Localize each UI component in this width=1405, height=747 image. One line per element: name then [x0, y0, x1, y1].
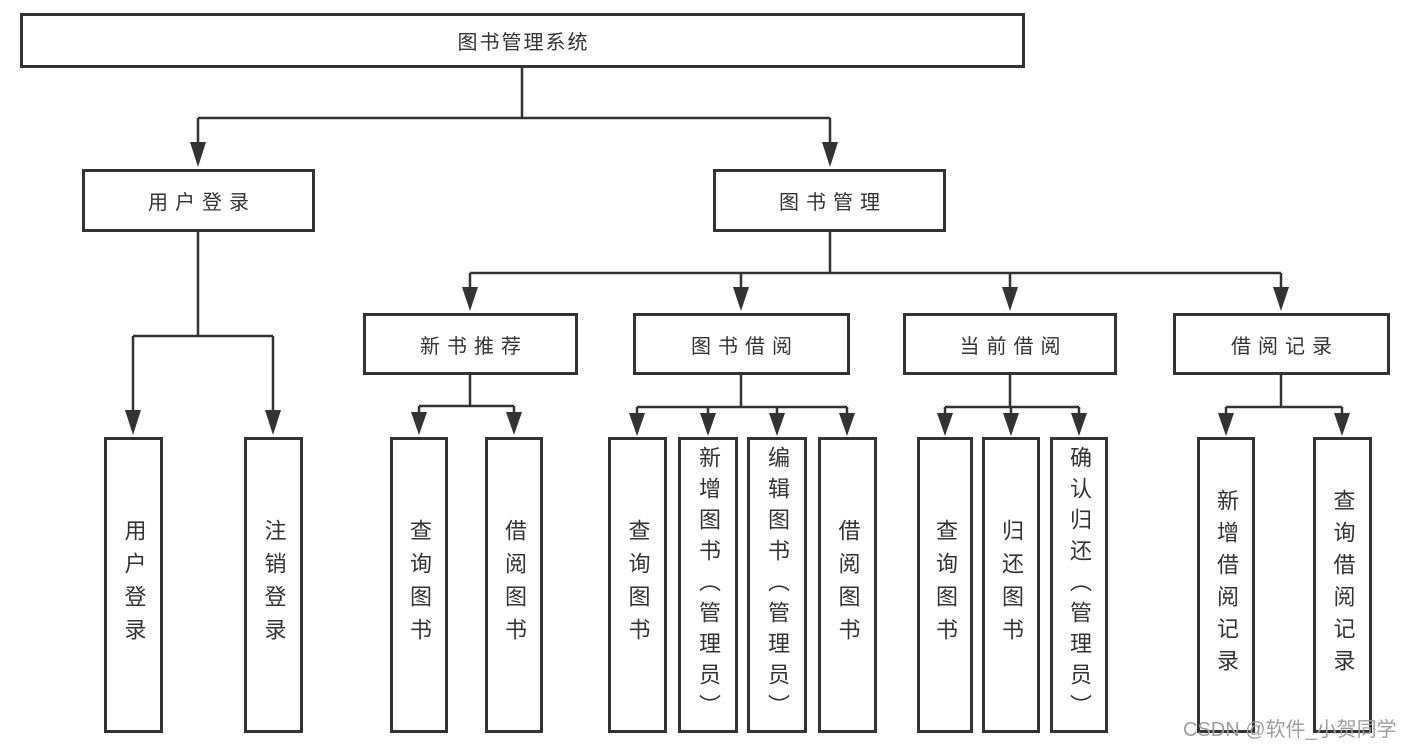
node-new-book-recommend: 新书推荐 [363, 313, 578, 375]
node-label: 查询图书 [407, 519, 432, 651]
leaf-borrow-books-recommend: 借阅图书 [485, 437, 543, 733]
connector-user-login [125, 232, 281, 435]
leaf-user-login: 用户登录 [104, 437, 163, 733]
node-book-borrowing: 图书借阅 [633, 313, 850, 375]
connector-book-management [462, 232, 1289, 311]
leaf-edit-books-admin: 编辑图书（管理员） [747, 437, 807, 733]
node-label: 借阅图书 [835, 519, 861, 651]
node-label: 图书借阅 [691, 335, 799, 358]
connector-new-book-recommend [411, 375, 522, 435]
node-borrowing-records: 借阅记录 [1173, 313, 1390, 375]
csdn-watermark: CSDN @软件_小贺同学 [1183, 719, 1397, 741]
node-label: 确认归还（管理员） [1067, 445, 1092, 725]
node-label: 用户登录 [121, 519, 147, 651]
node-label: 查询借阅记录 [1330, 489, 1356, 681]
node-label: 新增借阅记录 [1214, 489, 1239, 681]
leaf-query-books-current: 查询图书 [917, 437, 973, 733]
connector-current-borrowing [937, 375, 1087, 436]
node-current-borrowing: 当前借阅 [903, 313, 1117, 375]
leaf-return-books: 归还图书 [982, 437, 1040, 733]
node-book-management: 图书管理 [713, 169, 946, 232]
node-label: 查询图书 [625, 519, 651, 651]
node-label: 新增图书（管理员） [696, 445, 721, 725]
leaf-confirm-return-admin: 确认归还（管理员） [1050, 437, 1108, 733]
leaf-query-books-borrowing: 查询图书 [608, 437, 667, 733]
leaf-query-books-recommend: 查询图书 [390, 437, 448, 733]
node-label: 当前借阅 [959, 335, 1068, 358]
leaf-borrow-books-borrowing: 借阅图书 [818, 437, 877, 733]
leaf-logout: 注销登录 [244, 437, 303, 733]
connector-borrowing-records [1218, 375, 1350, 436]
connector-root [190, 68, 838, 167]
node-label: 图书管理 [779, 192, 887, 214]
node-label: 图书管理系统 [457, 32, 590, 54]
node-label: 归还图书 [999, 519, 1024, 651]
node-label: 注销登录 [261, 519, 287, 651]
node-library-management-system: 图书管理系统 [20, 13, 1025, 68]
node-user-login: 用户登录 [82, 169, 315, 232]
node-label: 借阅记录 [1231, 335, 1339, 358]
node-label: 新书推荐 [420, 335, 528, 358]
node-label: 编辑图书（管理员） [765, 445, 790, 725]
leaf-add-books-admin: 新增图书（管理员） [678, 437, 738, 733]
node-label: 查询图书 [933, 519, 958, 651]
leaf-query-borrow-record: 查询借阅记录 [1313, 437, 1372, 733]
node-label: 用户登录 [148, 192, 256, 214]
connector-book-borrowing [629, 375, 855, 436]
leaf-add-borrow-record: 新增借阅记录 [1197, 437, 1255, 733]
node-label: 借阅图书 [502, 519, 527, 651]
